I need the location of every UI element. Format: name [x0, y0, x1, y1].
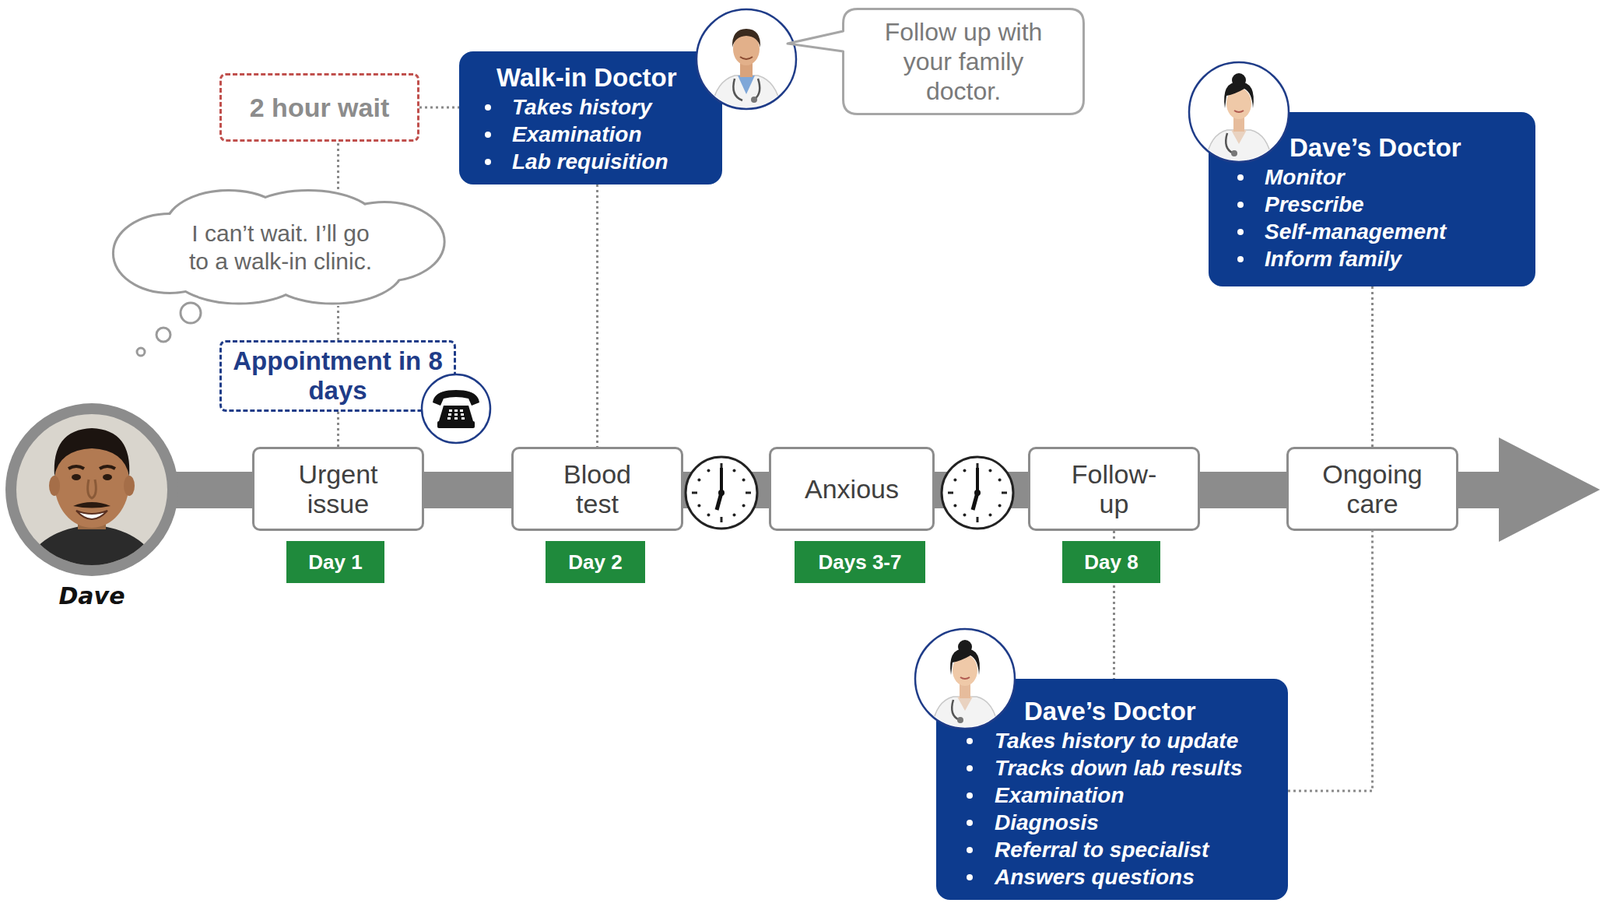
day-label: Day 8: [1062, 540, 1161, 583]
bullet-text: Lab requisition: [512, 149, 669, 174]
bullet-row: Takes history: [459, 93, 723, 121]
doctor-photo: [1188, 61, 1290, 163]
bullet-text: Diagnosis: [994, 810, 1099, 835]
timeline-box: Blood test: [511, 446, 684, 531]
bullet-dot: [966, 819, 973, 826]
node-text: Day 8: [1084, 549, 1138, 575]
bullet-text: Self-management: [1264, 219, 1446, 244]
bullet-text: Examination: [512, 122, 642, 147]
bullet-dot: [966, 846, 973, 853]
node-text: 2 hour wait: [249, 91, 390, 123]
bullet-dot: [1237, 228, 1244, 236]
doctor-card: Dave’s DoctorMonitorPrescribeSelf-manage…: [1208, 112, 1536, 287]
node-text: Day 2: [568, 549, 622, 575]
bullet-dot: [484, 104, 492, 111]
bullet-text: Inform family: [1264, 246, 1402, 271]
node-text: Urgent issue: [282, 459, 394, 519]
wait-note: 2 hour wait: [219, 73, 420, 142]
day-label: Days 3-7: [794, 540, 926, 583]
bullet-dot: [1237, 256, 1244, 263]
bullet-text: Takes history to update: [994, 728, 1239, 753]
dotted-connector: [1287, 530, 1373, 791]
bullet-dot: [1237, 174, 1244, 181]
clock-icon: [685, 456, 758, 529]
node-text: Anxious: [804, 473, 899, 504]
timeline-box: Ongoing care: [1286, 446, 1459, 531]
bullet-row: Takes history to update: [936, 726, 1288, 755]
card-heading: Dave’s Doctor: [936, 695, 1288, 727]
dotted-connector: [336, 305, 340, 341]
node-text: Appointment in 8 days: [231, 346, 445, 406]
bullet-dot: [966, 873, 973, 881]
doctor-photo: [914, 628, 1016, 730]
bullet-row: Answers questions: [936, 863, 1288, 891]
day-label: Day 2: [545, 540, 646, 583]
doctor-photo: [695, 8, 797, 110]
clock-icon: [941, 456, 1014, 529]
bullet-row: Self-management: [1208, 217, 1536, 246]
bullet-text: Tracks down lab results: [994, 755, 1243, 780]
timeline-box: Urgent issue: [252, 446, 425, 531]
bullet-row: Diagnosis: [936, 808, 1288, 836]
bullet-text: Monitor: [1264, 164, 1345, 190]
bullet-dot: [484, 131, 492, 138]
timeline-box: Anxious: [768, 446, 935, 531]
bullet-row: Inform family: [1208, 245, 1536, 273]
bullet-dot: [484, 158, 492, 165]
dotted-connector: [596, 184, 599, 447]
bullet-text: Answers questions: [994, 864, 1195, 889]
bullet-dot: [966, 792, 973, 799]
thought-bubbles: [136, 302, 201, 356]
dotted-connector: [336, 141, 340, 190]
dotted-connector: [1371, 286, 1374, 447]
card-heading: Walk-in Doctor: [459, 62, 723, 94]
appointment-note: Appointment in 8 days: [219, 340, 457, 412]
doctor-card: Dave’s DoctorTakes history to updateTrac…: [936, 678, 1288, 900]
timeline-box: Follow-up: [1028, 446, 1200, 531]
thought-cloud-outline: [107, 189, 454, 306]
bullet-row: Prescribe: [1208, 190, 1536, 218]
bullet-dot: [966, 737, 973, 744]
bullet-row: Examination: [936, 781, 1288, 809]
dotted-connector: [336, 411, 340, 447]
bullet-dot: [1237, 201, 1244, 208]
node-text: I can’t wait. I’ll go to a walk-in clini…: [179, 219, 383, 276]
node-text: Follow up with your family doctor.: [865, 17, 1062, 106]
dotted-connector: [419, 106, 460, 109]
speech-bubble: Follow up with your family doctor.: [842, 7, 1085, 116]
bullet-dot: [966, 764, 973, 772]
bullet-text: Prescribe: [1264, 192, 1365, 217]
dave-portrait: [5, 403, 179, 576]
node-text: Follow-up: [1058, 459, 1170, 519]
doctor-card: Walk-in DoctorTakes historyExaminationLa…: [459, 51, 723, 185]
bullet-row: Monitor: [1208, 163, 1536, 191]
bullet-text: Takes history: [512, 94, 652, 120]
bullet-row: Examination: [459, 120, 723, 148]
node-text: Blood test: [541, 459, 653, 519]
thought-cloud: I can’t wait. I’ll go to a walk-in clini…: [107, 189, 454, 306]
person-name: Dave: [14, 582, 170, 610]
bullet-text: Examination: [994, 782, 1124, 808]
bullet-row: Tracks down lab results: [936, 754, 1288, 782]
card-heading: Dave’s Doctor: [1208, 132, 1536, 164]
node-text: Day 1: [308, 549, 362, 575]
node-text: Days 3-7: [818, 549, 902, 575]
telephone-icon: [420, 372, 492, 445]
bullet-row: Lab requisition: [459, 147, 723, 176]
node-text: Ongoing care: [1316, 459, 1429, 519]
day-label: Day 1: [286, 540, 385, 583]
bullet-row: Referral to specialist: [936, 835, 1288, 864]
timeline-arrowhead: [1498, 437, 1600, 542]
bullet-text: Referral to specialist: [994, 837, 1209, 862]
